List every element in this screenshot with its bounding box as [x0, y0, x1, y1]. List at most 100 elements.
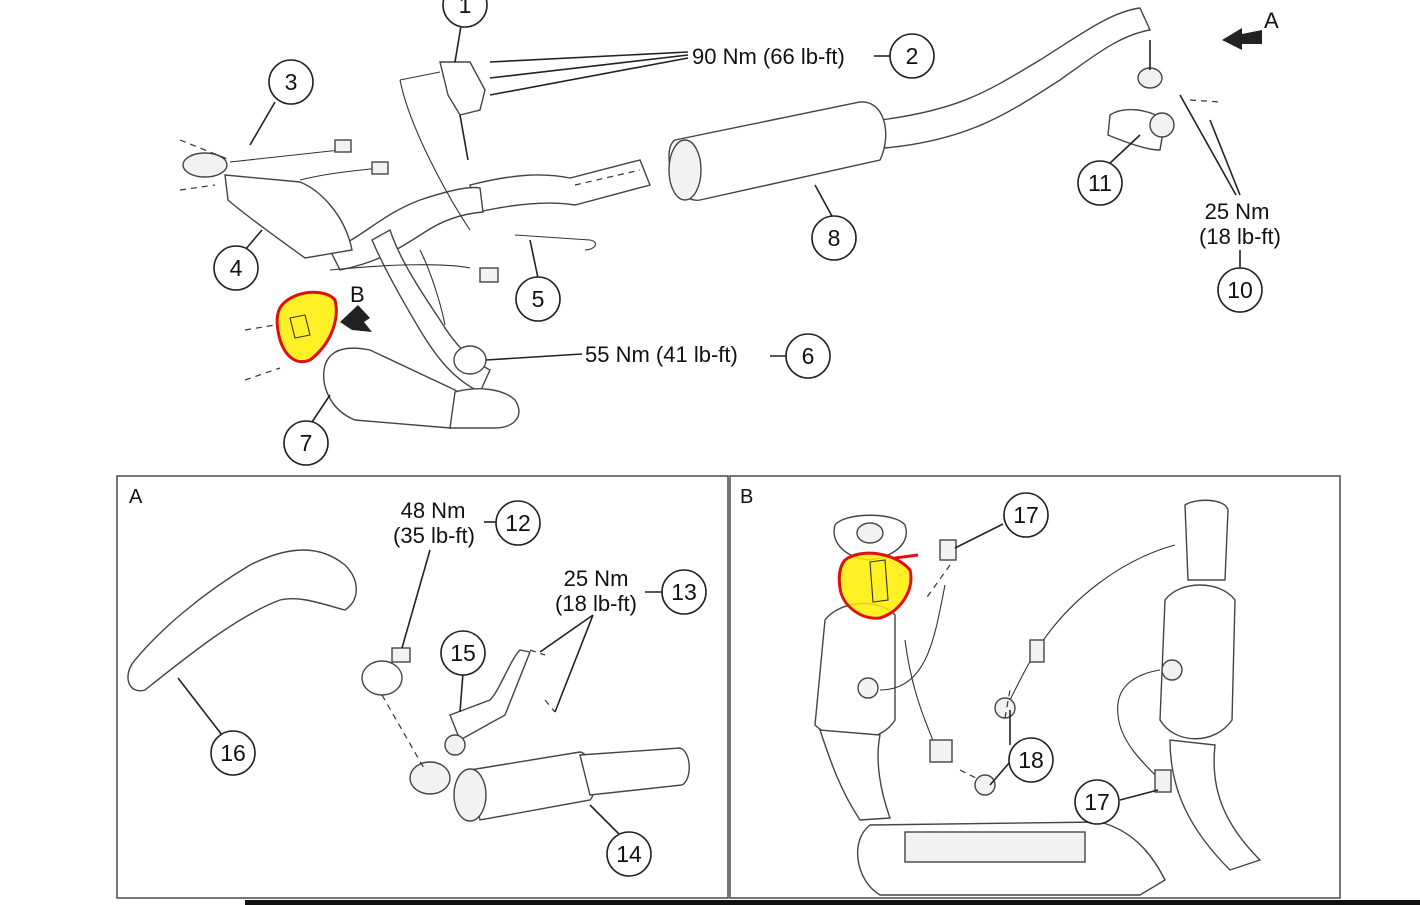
catalytic-converter-b-left	[814, 602, 896, 741]
callout-3: 3	[268, 59, 314, 105]
leader-6	[485, 353, 583, 361]
pipe-16	[127, 549, 357, 692]
converter-b-right-outlet	[1169, 739, 1262, 871]
bracket-1	[439, 61, 486, 116]
muffler-8	[668, 101, 887, 201]
callout-13-text: 13	[671, 579, 697, 605]
callout-17-bottom: 17	[1074, 779, 1120, 825]
clamp-6	[453, 345, 487, 375]
callout-12: 12	[495, 500, 541, 546]
callout-13: 13	[661, 569, 707, 615]
leader-16	[177, 677, 223, 736]
callout-5: 5	[515, 276, 561, 322]
view-arrow-a	[1222, 28, 1262, 50]
callout-17-top: 17	[1003, 492, 1049, 538]
torque-label-2: 90 Nm (66 lb-ft)	[692, 44, 845, 69]
overview-drawing	[179, 7, 1262, 429]
muffler-inlet	[668, 139, 702, 201]
connector-17a	[939, 539, 957, 561]
callout-7-text: 7	[300, 430, 313, 456]
clamp-12-bolt	[391, 647, 411, 663]
flange-4	[182, 152, 228, 178]
connector-3	[334, 139, 352, 153]
callout-4-text: 4	[230, 255, 243, 281]
harness-b-3	[1117, 669, 1161, 781]
sensor-b-left	[857, 677, 879, 699]
panel-a-letter: A	[129, 486, 143, 508]
bottom-edge-bar	[245, 900, 1420, 905]
leader-7	[311, 394, 331, 423]
leader-17b	[1119, 789, 1159, 801]
isolator-lower	[1149, 112, 1175, 138]
callout-15-text: 15	[450, 640, 476, 666]
callout-1: 1	[442, 0, 488, 28]
callout-11: 11	[1077, 160, 1123, 206]
torque-label-13-line2: (18 lb-ft)	[555, 591, 637, 616]
harness-b-4	[904, 639, 936, 746]
muffler-14-inlet	[453, 768, 487, 822]
callout-17-bottom-text: 17	[1084, 789, 1110, 815]
harness-b-1	[879, 584, 946, 691]
callout-18-text: 18	[1018, 747, 1044, 773]
callout-12-text: 12	[505, 510, 531, 536]
alignment-10	[1149, 40, 1221, 103]
torque-label-10-line1: 25 Nm	[1205, 199, 1270, 224]
sensor-b-right	[1161, 659, 1183, 681]
callout-6: 6	[785, 333, 831, 379]
bracket-15	[449, 649, 531, 741]
alignment-8	[574, 169, 641, 186]
callout-17-top-text: 17	[1013, 502, 1039, 528]
panel-b: B 1	[729, 475, 1341, 899]
callout-8-text: 8	[828, 225, 841, 251]
leader-14	[589, 804, 621, 836]
callout-2: 2	[889, 33, 935, 79]
sensor-lead-7	[419, 249, 446, 326]
clamp-12	[361, 660, 403, 696]
callout-5-text: 5	[532, 286, 545, 312]
flex-pipe-b	[904, 831, 1086, 863]
sensor-lead-3	[229, 149, 381, 181]
torque-label-12-line1: 48 Nm	[401, 498, 466, 523]
connector-b-mid	[1029, 639, 1045, 663]
torque-label-10-line2: (18 lb-ft)	[1199, 224, 1281, 249]
callout-14-text: 14	[616, 841, 642, 867]
markup-stroke	[894, 553, 919, 560]
callout-15: 15	[440, 630, 486, 676]
panel-a: A 12 13 14	[116, 475, 729, 899]
connector-5	[479, 267, 499, 283]
view-letter-b: B	[350, 282, 365, 307]
callout-16: 16	[210, 730, 256, 776]
callout-14: 14	[606, 831, 652, 877]
leader-2	[489, 51, 689, 96]
alignment-4	[179, 139, 231, 191]
gasket-detail	[289, 314, 311, 339]
leader-10	[1179, 94, 1241, 270]
catalytic-converter-4	[224, 174, 353, 259]
leader-3	[249, 101, 276, 146]
flange-14	[409, 761, 451, 795]
connector-3b	[371, 161, 389, 175]
callout-4: 4	[213, 245, 259, 291]
view-arrow-b	[340, 305, 372, 332]
flange-b-port	[856, 522, 884, 544]
alignment-b	[924, 564, 1011, 781]
callout-11-text: 11	[1088, 170, 1112, 196]
isolator-15	[444, 734, 466, 756]
leader-13	[539, 614, 594, 713]
leader-17a	[954, 523, 1004, 549]
view-letter-a: A	[1264, 8, 1279, 33]
callout-8: 8	[811, 215, 857, 261]
muffler-14	[469, 751, 595, 821]
callout-7: 7	[283, 420, 329, 466]
harness-b-2	[1009, 544, 1176, 701]
panel-b-frame	[729, 475, 1341, 899]
isolator-upper	[1137, 67, 1163, 89]
callout-10: 10	[1217, 267, 1263, 313]
tail-pipe	[879, 7, 1152, 149]
torque-label-13-line1: 25 Nm	[564, 566, 629, 591]
catalytic-converter-b-right	[1159, 584, 1236, 740]
leader-12	[401, 549, 431, 649]
alignment-a	[381, 649, 556, 771]
harness-loop	[329, 71, 471, 271]
